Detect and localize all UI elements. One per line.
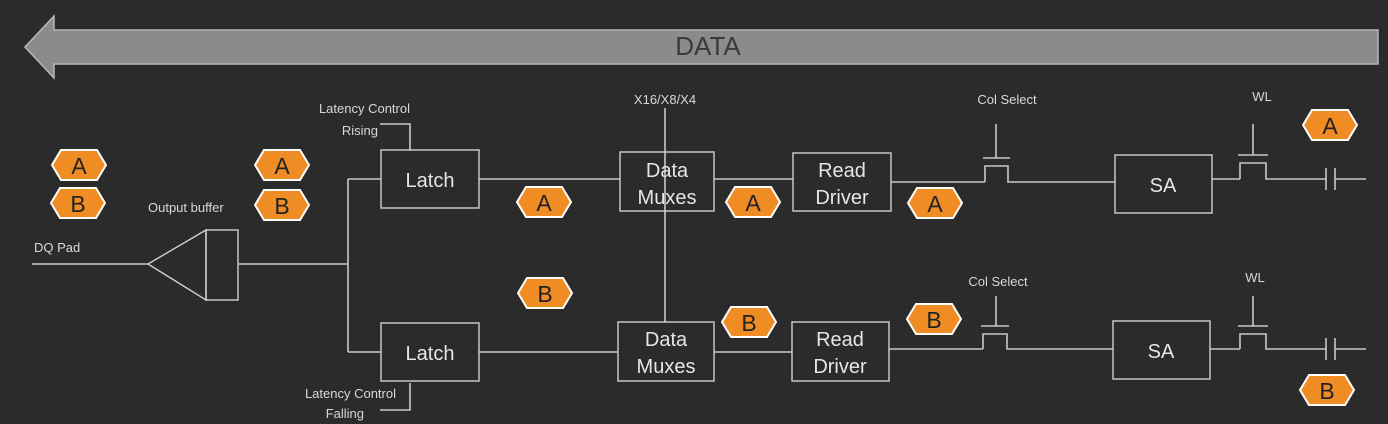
badge-b-output-buffer: B [253,189,311,221]
read-driver-bottom-label-2: Driver [813,356,867,378]
data-muxes-bottom-block: Data Muxes [617,321,715,382]
sense-amp-top-block: SA [1114,154,1213,214]
col-select-bottom-label: Col Select [968,274,1028,289]
data-muxes-bottom-label-2: Muxes [637,356,696,378]
svg-text:B: B [1319,378,1334,404]
latency-rising-label-1: Latency Control [319,101,410,116]
top-path-wires [479,124,1366,190]
badge-b-cell: B [1298,374,1356,406]
badge-b-left: B [49,187,107,219]
output-buffer-label: Output buffer [148,200,224,215]
badge-b-after-driver: B [905,303,963,335]
badge-a-output-buffer: A [253,149,311,181]
svg-text:B: B [741,310,756,336]
wl-bottom-label: WL [1245,270,1265,285]
badge-a-cell: A [1301,109,1359,141]
read-driver-top-label-1: Read [818,160,866,182]
data-arrow-label: DATA [675,31,741,61]
latency-rising-label-2: Rising [342,123,378,138]
svg-text:B: B [70,191,85,217]
data-muxes-bottom-label-1: Data [645,329,688,351]
badge-b-after-muxes: B [720,306,778,338]
svg-text:B: B [274,193,289,219]
data-muxes-top-label-2: Muxes [638,187,697,209]
svg-text:A: A [1322,113,1338,139]
data-muxes-top-block: Data Muxes [619,151,715,212]
latency-falling-label-2: Falling [326,406,364,421]
dq-pad-label: DQ Pad [34,240,80,255]
read-driver-top-label-2: Driver [815,187,869,209]
latency-falling-label-1: Latency Control [305,386,396,401]
bottom-path-wires [479,296,1366,360]
latch-top-label: Latch [406,170,455,192]
latch-top-block: Latch [380,149,480,209]
badge-b-middle: B [516,277,574,309]
read-driver-bottom-label-1: Read [816,329,864,351]
col-select-top-label: Col Select [977,92,1037,107]
latency-control-leaders [380,123,411,411]
svg-text:A: A [745,190,761,216]
svg-text:A: A [71,153,87,179]
badge-a-after-muxes: A [724,186,782,218]
badge-a-after-latch: A [515,186,573,218]
sense-amp-bottom-block: SA [1112,320,1211,380]
splitter-wires [238,178,381,353]
latch-bottom-block: Latch [380,322,480,382]
data-direction-arrow: DATA [23,14,1379,80]
svg-text:B: B [926,307,941,333]
badge-a-left: A [50,149,108,181]
badge-a-after-driver: A [906,187,964,219]
sense-amp-bottom-label: SA [1148,341,1175,363]
read-driver-bottom-block: Read Driver [791,321,890,382]
width-select-label: X16/X8/X4 [634,92,696,107]
read-driver-top-block: Read Driver [792,152,892,212]
svg-text:A: A [536,190,552,216]
data-muxes-top-label-1: Data [646,160,689,182]
wl-top-label: WL [1252,89,1272,104]
svg-text:A: A [274,153,290,179]
output-buffer [146,228,239,302]
latch-bottom-label: Latch [406,343,455,365]
sense-amp-top-label: SA [1150,175,1177,197]
svg-text:A: A [927,191,943,217]
svg-text:B: B [537,281,552,307]
